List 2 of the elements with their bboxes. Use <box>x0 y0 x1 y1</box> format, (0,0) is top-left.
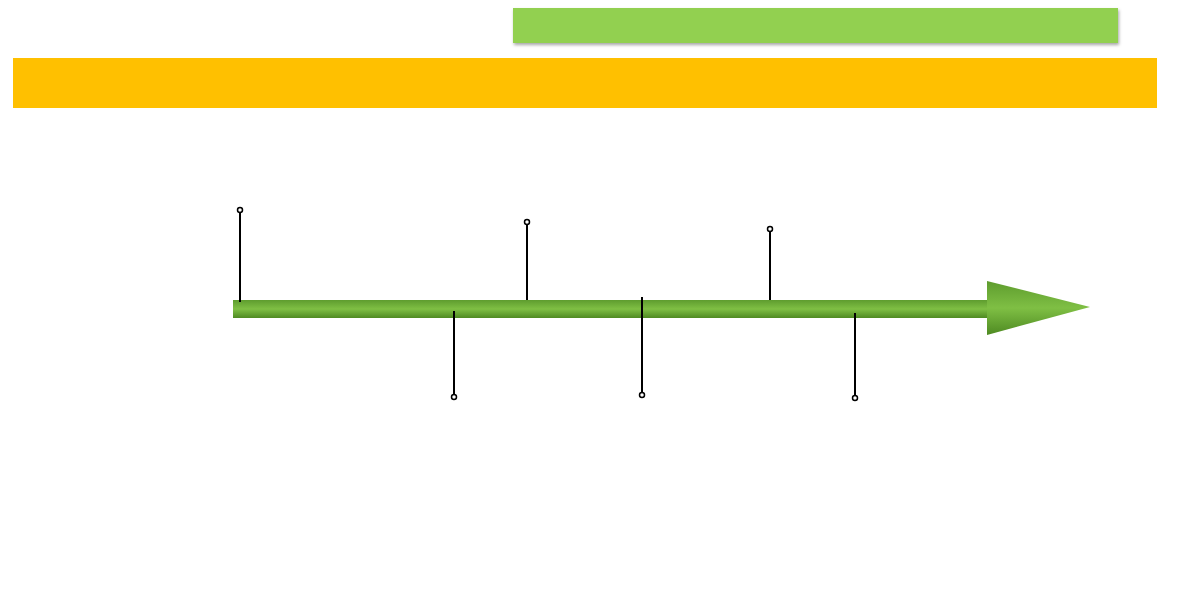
timeline-bar <box>513 8 1118 43</box>
timeline-bar <box>13 58 1157 108</box>
